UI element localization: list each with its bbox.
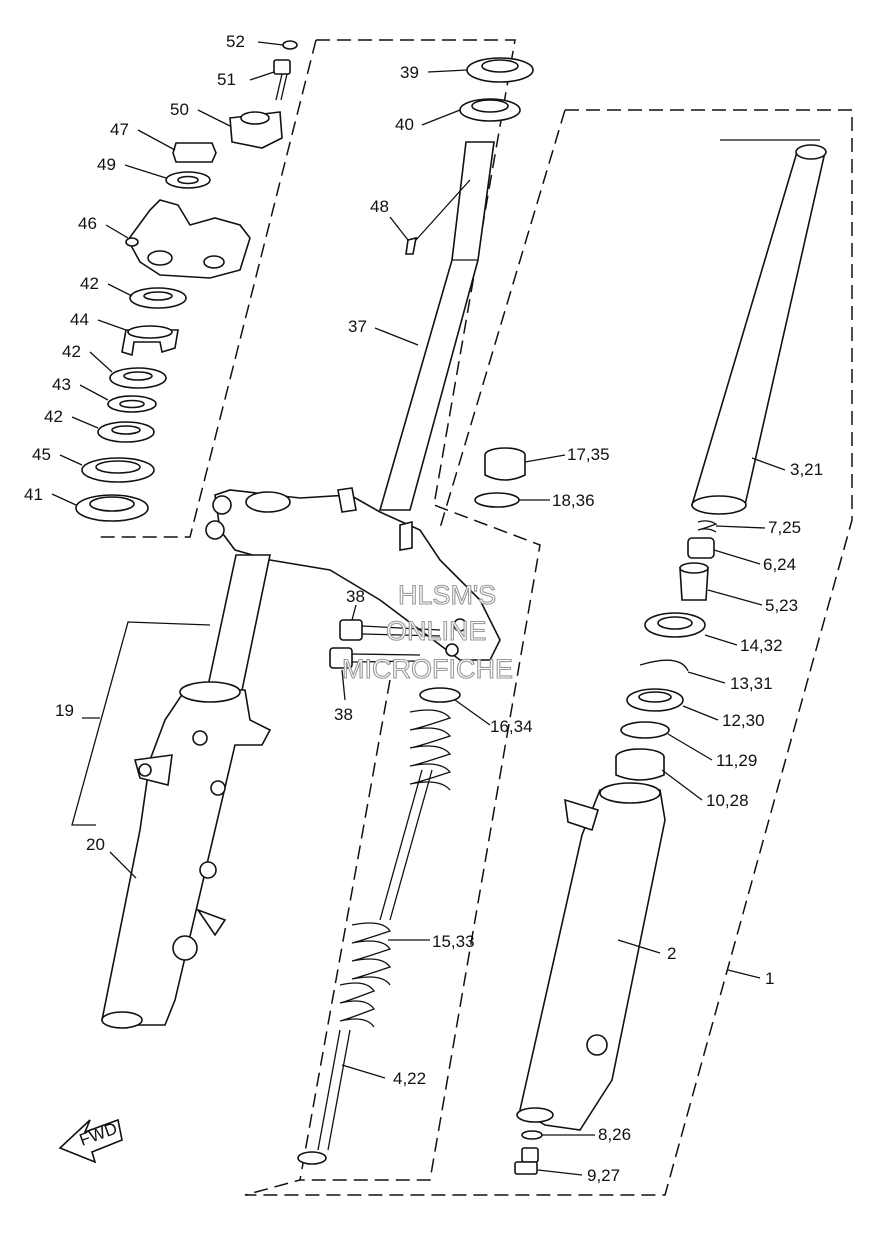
callout-16-34: 16,34 (490, 717, 533, 736)
leader-lines (51, 41, 786, 1176)
callout-18-36: 18,36 (552, 491, 595, 510)
callout-14-32: 14,32 (740, 636, 783, 655)
watermark: HLSM'S ONLINE MICROFICHE (341, 579, 513, 684)
group-boundaries (100, 39, 853, 1196)
watermark-line-3: MICROFICHE (342, 654, 513, 684)
callout-13-31: 13,31 (730, 674, 773, 693)
steering-head-parts (75, 40, 298, 522)
callout-12-30: 12,30 (722, 711, 765, 730)
pinch-bolts (329, 619, 441, 669)
callout-11-29: 11,29 (716, 751, 757, 770)
callout-51: 51 (217, 70, 236, 89)
callout-5-23: 5,23 (765, 596, 798, 615)
callout-48: 48 (370, 197, 389, 216)
callout-42-mid: 42 (62, 342, 81, 361)
callout-50: 50 (170, 100, 189, 119)
callout-8-26: 8,26 (598, 1125, 631, 1144)
callout-7-25: 7,25 (768, 518, 801, 537)
callout-42-low: 42 (44, 407, 63, 426)
callout-37: 37 (348, 317, 367, 336)
callout-47: 47 (110, 120, 129, 139)
fork-cap (474, 447, 526, 508)
callout-17-35: 17,35 (567, 445, 610, 464)
callout-40: 40 (395, 115, 414, 134)
callout-3-21: 3,21 (790, 460, 823, 479)
callout-43: 43 (52, 375, 71, 394)
callout-38-bottom: 38 (334, 705, 353, 724)
right-fork-leg (514, 139, 827, 1175)
callout-15-33: 15,33 (432, 932, 475, 951)
callout-45: 45 (32, 445, 51, 464)
callout-2: 2 (667, 944, 676, 963)
callout-38-top: 38 (346, 587, 365, 606)
steering-stem (205, 57, 534, 661)
callout-10-28: 10,28 (706, 791, 749, 810)
callout-9-27: 9,27 (587, 1166, 620, 1185)
watermark-line-2: ONLINE (386, 616, 487, 646)
fwd-arrow: FWD (58, 1119, 123, 1164)
callout-49: 49 (97, 155, 116, 174)
callout-41: 41 (24, 485, 43, 504)
watermark-line-1: HLSM'S (398, 580, 496, 610)
callout-46: 46 (78, 214, 97, 233)
left-fork-leg (71, 554, 272, 1029)
callout-52: 52 (226, 32, 245, 51)
callout-39: 39 (400, 63, 419, 82)
callout-1: 1 (765, 969, 774, 988)
damper-assembly (297, 687, 461, 1165)
callout-4-22: 4,22 (393, 1069, 426, 1088)
callout-44: 44 (70, 310, 89, 329)
callout-20: 20 (86, 835, 105, 854)
callout-6-24: 6,24 (763, 555, 796, 574)
callouts: 52 51 50 47 49 46 42 44 42 43 42 45 41 3… (24, 32, 823, 1185)
callout-19: 19 (55, 701, 74, 720)
callout-42-top: 42 (80, 274, 99, 293)
